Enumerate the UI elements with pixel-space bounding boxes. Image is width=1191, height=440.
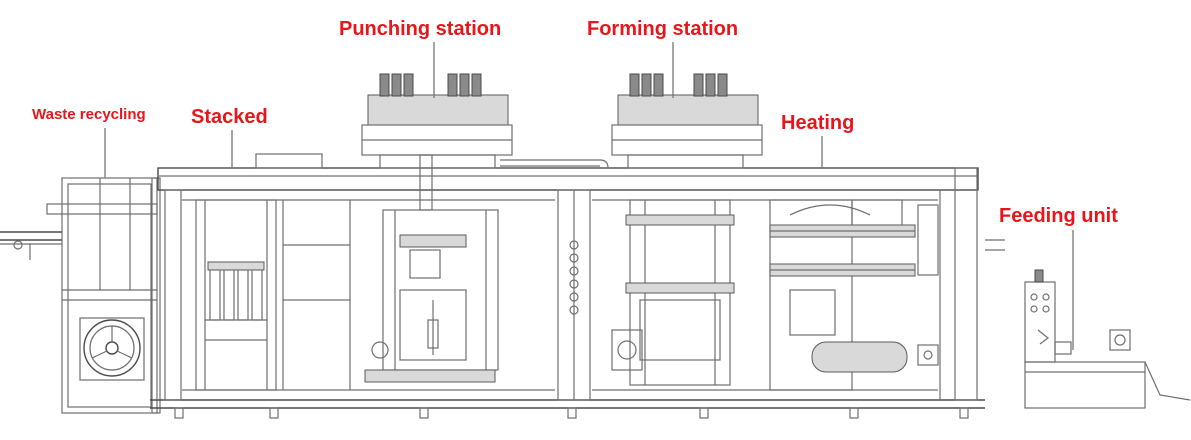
punching-station: [361, 73, 513, 383]
heating-section: [769, 199, 939, 391]
forming-station: [611, 73, 763, 386]
waste-recycling-unit: [0, 177, 161, 414]
transfer-pipe: [500, 159, 609, 169]
heating-label: Heating: [781, 112, 855, 134]
feeding-unit-label: Feeding unit: [999, 205, 1118, 227]
stacked-label: Stacked: [191, 106, 268, 128]
punching-station-label: Punching station: [339, 18, 502, 40]
feeding-unit: [985, 239, 1191, 409]
stacking-section: [195, 199, 351, 391]
forming-station-label: Forming station: [587, 18, 739, 40]
waste-recycling-label: Waste recycling: [32, 106, 146, 123]
leader-lines: [104, 42, 1074, 350]
main-frame: [150, 153, 985, 419]
